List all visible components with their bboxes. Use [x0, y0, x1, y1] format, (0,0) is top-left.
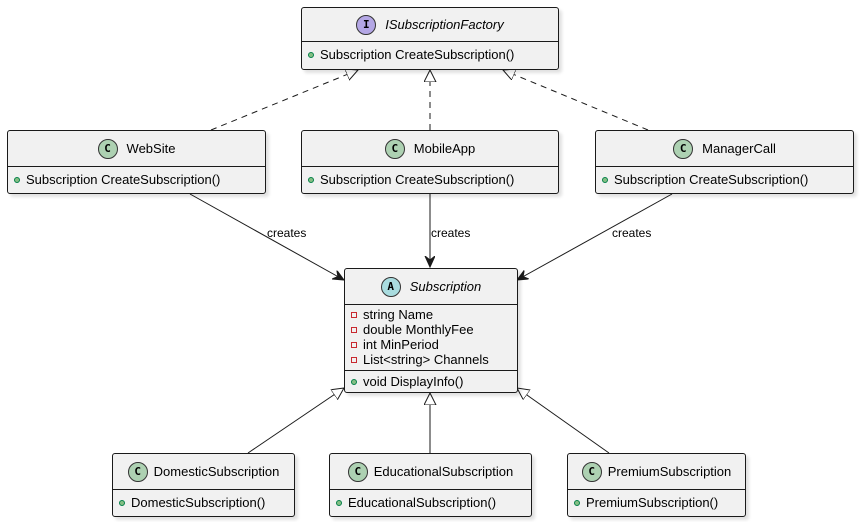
- class-name: MobileApp: [413, 141, 476, 156]
- public-method-icon: [602, 176, 608, 183]
- interface-isubscriptionfactory[interactable]: I ISubscriptionFactory Subscription Crea…: [301, 7, 559, 70]
- class-name: ManagerCall: [702, 141, 776, 156]
- class-website[interactable]: C WebSite Subscription CreateSubscriptio…: [7, 130, 266, 194]
- method-row: void DisplayInfo(): [351, 374, 511, 389]
- class-badge-icon: C: [673, 138, 694, 159]
- class-name: DomesticSubscription: [153, 464, 280, 479]
- creates-label-website: creates: [267, 226, 307, 240]
- method-row: Subscription CreateSubscription(): [602, 172, 847, 187]
- interface-badge-icon: I: [356, 14, 377, 35]
- class-mobileapp[interactable]: C MobileApp Subscription CreateSubscript…: [301, 130, 559, 194]
- public-method-icon: [574, 499, 580, 506]
- field-row: List<string> Channels: [351, 352, 511, 367]
- method-row: EducationalSubscription(): [336, 495, 525, 510]
- field-row: int MinPeriod: [351, 337, 511, 352]
- creates-label-managercall: creates: [612, 226, 652, 240]
- class-badge-icon: C: [347, 461, 368, 482]
- realization-website: [210, 70, 358, 131]
- public-method-icon: [308, 51, 314, 58]
- class-name: WebSite: [126, 141, 176, 156]
- abstract-class-subscription[interactable]: A Subscription string Name double Monthl…: [344, 268, 518, 393]
- interface-name: ISubscriptionFactory: [385, 17, 504, 32]
- private-field-icon: [351, 356, 357, 363]
- class-name: Subscription: [409, 279, 482, 294]
- private-field-icon: [351, 341, 357, 348]
- class-name: EducationalSubscription: [373, 464, 514, 479]
- class-name: PremiumSubscription: [607, 464, 732, 479]
- method-row: DomesticSubscription(): [119, 495, 288, 510]
- public-method-icon: [14, 176, 20, 183]
- field-row: double MonthlyFee: [351, 322, 511, 337]
- field-row: string Name: [351, 307, 511, 322]
- creates-website: [189, 193, 344, 280]
- method-row: PremiumSubscription(): [574, 495, 739, 510]
- class-badge-icon: C: [97, 138, 118, 159]
- inherits-premium: [517, 388, 610, 454]
- class-managercall[interactable]: C ManagerCall Subscription CreateSubscri…: [595, 130, 854, 194]
- method-row: Subscription CreateSubscription(): [308, 172, 552, 187]
- abstract-badge-icon: A: [380, 276, 401, 297]
- public-method-icon: [336, 499, 342, 506]
- inherits-domestic: [247, 388, 344, 454]
- class-domesticsubscription[interactable]: C DomesticSubscription DomesticSubscript…: [112, 453, 295, 517]
- creates-label-mobileapp: creates: [431, 226, 471, 240]
- class-premiumsubscription[interactable]: C PremiumSubscription PremiumSubscriptio…: [567, 453, 746, 517]
- realization-managercall: [503, 70, 649, 131]
- class-badge-icon: C: [384, 138, 405, 159]
- private-field-icon: [351, 311, 357, 318]
- method-row: Subscription CreateSubscription(): [14, 172, 259, 187]
- class-badge-icon: C: [581, 461, 602, 482]
- creates-managercall: [517, 193, 673, 280]
- private-field-icon: [351, 326, 357, 333]
- public-method-icon: [351, 378, 357, 385]
- class-badge-icon: C: [127, 461, 148, 482]
- public-method-icon: [308, 176, 314, 183]
- class-educationalsubscription[interactable]: C EducationalSubscription EducationalSub…: [329, 453, 532, 517]
- public-method-icon: [119, 499, 125, 506]
- method-row: Subscription CreateSubscription(): [308, 47, 552, 62]
